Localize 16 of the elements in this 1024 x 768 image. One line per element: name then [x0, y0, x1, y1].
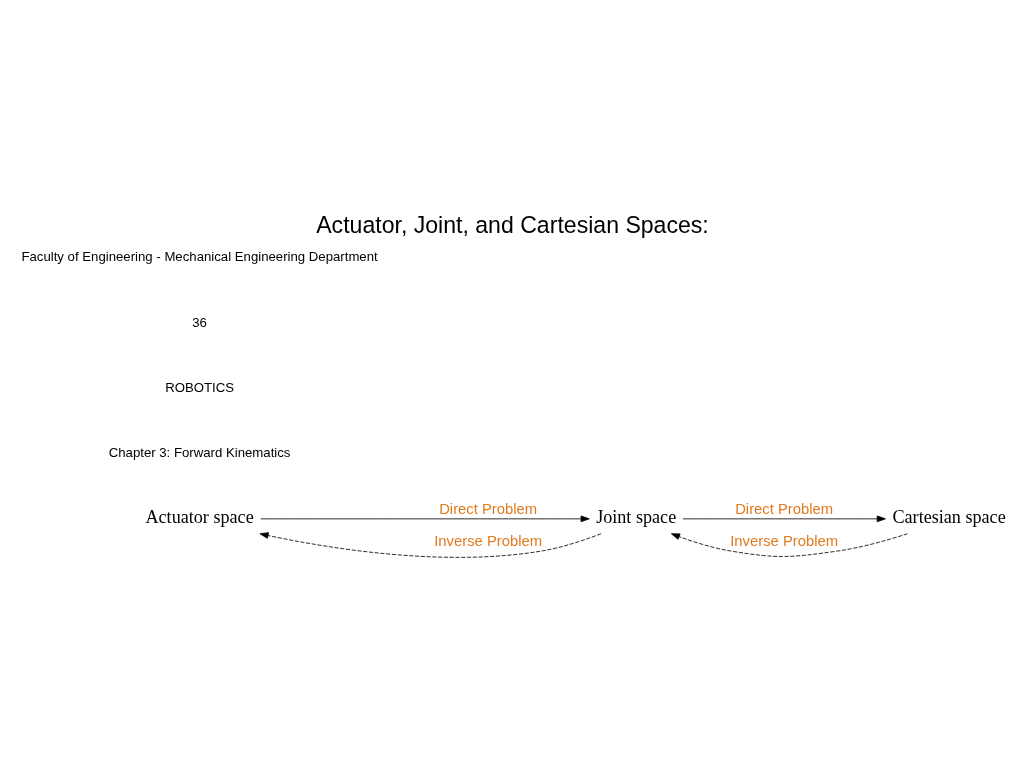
- edge-label: Inverse Problem: [729, 532, 838, 549]
- edge-label: Inverse Problem: [433, 532, 542, 549]
- arrow: [259, 531, 601, 558]
- arrow: [682, 515, 886, 522]
- node-text: Joint space: [595, 506, 676, 527]
- edge-label: Direct Problem: [734, 500, 833, 517]
- label: 36: [191, 314, 207, 330]
- label: ROBOTICS: [164, 379, 234, 395]
- edge-label: Direct Problem: [438, 500, 537, 517]
- arrow: [670, 532, 908, 557]
- arrow: [259, 515, 590, 522]
- label: Faculty of Engineering - Mechanical Engineering Department: [20, 248, 378, 264]
- node-text: Actuator space: [144, 506, 254, 527]
- diagram-title: Actuator, Joint, and Cartesian Spaces:: [315, 211, 709, 238]
- label: Chapter 3: Forward Kinematics: [108, 444, 290, 460]
- node-text: Cartesian space: [891, 506, 1006, 527]
